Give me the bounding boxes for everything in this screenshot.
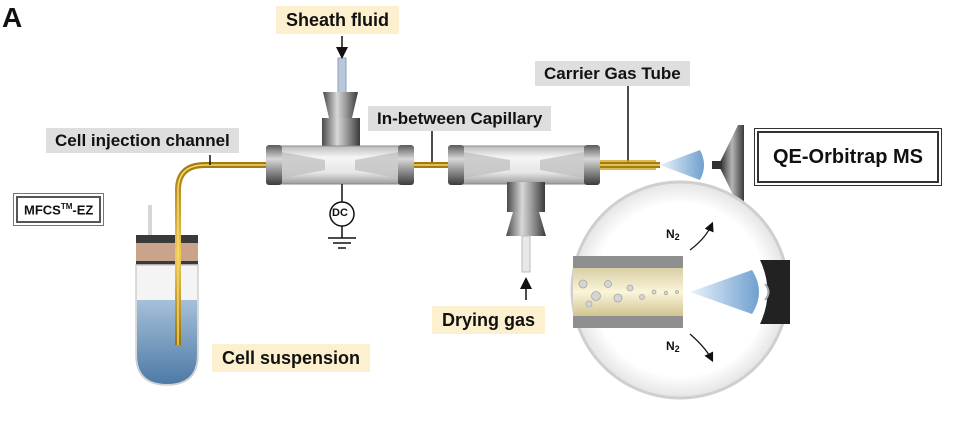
ms-inlet-cone: [712, 125, 744, 205]
ground-icon: [328, 237, 356, 249]
n2-top-element: N: [666, 227, 675, 241]
n2-label-bottom: N2: [666, 340, 680, 354]
in-between-capillary-label: In-between Capillary: [368, 106, 552, 131]
n2-label-top: N2: [666, 228, 680, 242]
carrier-gas-tube-label: Carrier Gas Tube: [535, 61, 690, 86]
cell-suspension-liquid: [137, 300, 197, 384]
sheath-fluid-label: Sheath fluid: [276, 6, 399, 34]
panel-label: A: [2, 2, 23, 33]
cell-vial: [135, 235, 199, 386]
mfcs-suffix: -EZ: [72, 202, 94, 218]
mfcs-controller-box: MFCSTM-EZ: [12, 192, 105, 227]
n2-bottom-element: N: [666, 339, 675, 353]
dc-label: DC: [332, 207, 348, 219]
sheath-tee: [266, 57, 414, 185]
drying-gas-tee: [448, 145, 600, 273]
cell-injection-channel-label: Cell injection channel: [46, 128, 239, 153]
electrospray-plume: [660, 150, 704, 180]
n2-top-subscript: 2: [674, 232, 680, 242]
n2-bottom-subscript: 2: [674, 344, 680, 354]
cell-suspension-label: Cell suspension: [212, 344, 371, 372]
mfcs-trademark: TM: [60, 202, 73, 211]
drying-gas-label: Drying gas: [432, 306, 546, 334]
zoom-inset: [570, 180, 790, 400]
qe-orbitrap-ms-box: QE-Orbitrap MS: [753, 128, 943, 186]
mfcs-label: MFCS: [24, 202, 61, 218]
